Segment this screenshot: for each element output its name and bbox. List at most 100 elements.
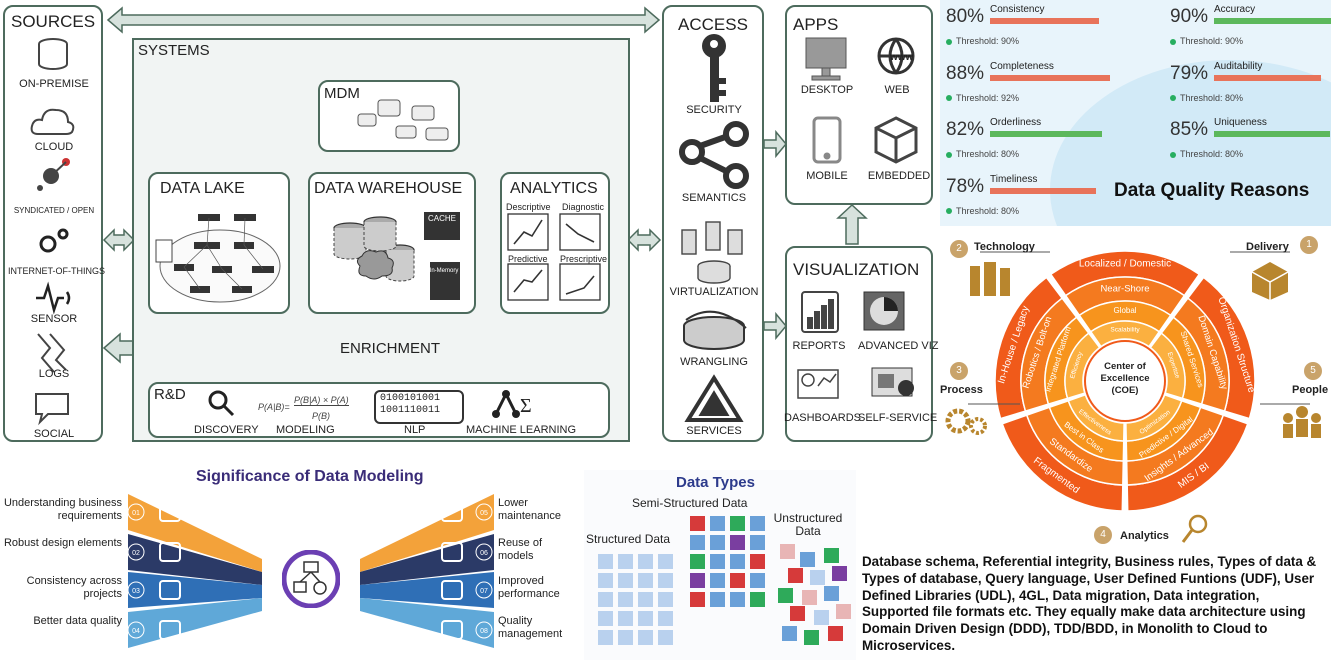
dashboards-icon <box>797 369 839 399</box>
dq-threshold: Threshold: 92% <box>946 93 1019 103</box>
semi-structured-cell <box>690 573 705 588</box>
dm-title: Significance of Data Modeling <box>196 468 424 485</box>
data-warehouse-box: DATA WAREHOUSE CACHE In-Memory <box>308 172 476 314</box>
access-item-label: SERVICES <box>686 425 742 437</box>
dm-item-icon <box>441 620 463 640</box>
coe-ring-label: Localized / Domestic <box>1079 259 1171 270</box>
unstructured-label: Unstructured Data <box>773 511 843 538</box>
dq-percent: 79% <box>1170 62 1209 84</box>
semantics-icon <box>679 121 749 189</box>
unstructured-cell <box>778 588 793 603</box>
semi-structured-cell <box>750 554 765 569</box>
cache-label: CACHE <box>427 214 456 223</box>
dm-item-icon <box>159 502 181 522</box>
unstructured-cell <box>780 544 795 559</box>
access-item-label: WRANGLING <box>680 356 748 368</box>
data-types-title: Data Types <box>676 474 755 491</box>
dq-metric-name: Timeliness <box>990 173 1038 185</box>
advanced-viz-icon <box>863 291 905 331</box>
dm-item-icon <box>159 620 181 640</box>
viz-label: DASHBOARDS <box>784 412 862 424</box>
semi-structured-cell <box>690 554 705 569</box>
process-gears-icon <box>945 408 987 435</box>
delivery-box-icon <box>1251 262 1289 300</box>
dm-number: 01 <box>132 510 140 517</box>
dq-percent: 82% <box>946 119 985 140</box>
web-globe-icon <box>877 37 915 75</box>
app-label: MOBILE <box>806 170 848 182</box>
coe-segment <box>1149 332 1186 400</box>
dq-threshold: Threshold: 80% <box>1170 93 1243 103</box>
in-memory-label: In-Memory <box>429 268 459 274</box>
coe-center-label: Excellence <box>1100 373 1149 384</box>
unstructured-cell <box>836 604 851 619</box>
dm-number-circle <box>475 621 493 639</box>
dm-item-label: Robust design elements <box>3 537 122 549</box>
analytics-charts-icon <box>507 213 601 301</box>
dq-threshold: Threshold: 80% <box>1170 149 1243 159</box>
coe-segment <box>1067 393 1125 442</box>
corner-label: Analytics <box>1120 530 1169 542</box>
dm-center-diagram-icon <box>282 550 340 608</box>
bayes-formula-left: P(A|B)= <box>258 402 290 412</box>
dm-number: 05 <box>480 510 488 517</box>
dq-metric-name: Orderliness <box>990 117 1042 128</box>
unstructured-cell <box>828 626 843 641</box>
binary-text: 0100101001 <box>380 393 441 404</box>
enrichment-label: ENRICHMENT <box>340 340 440 357</box>
dq-threshold: Threshold: 90% <box>1170 36 1243 46</box>
dm-number-circle <box>475 503 493 521</box>
dq-bar <box>990 74 1110 81</box>
unstructured-cell <box>802 590 817 605</box>
dm-band <box>128 598 262 648</box>
dm-number-circle <box>127 503 145 521</box>
reports-icon <box>801 291 839 333</box>
dm-number: 06 <box>480 550 488 557</box>
dm-item-icon <box>441 580 463 600</box>
coe-ring-label: Global <box>1113 306 1136 315</box>
rnd-item-label: NLP <box>404 424 426 436</box>
dq-bar <box>1214 74 1322 81</box>
semi-structured-cell <box>730 592 745 607</box>
dm-band <box>360 534 494 585</box>
semi-structured-cell <box>710 535 725 550</box>
embedded-cube-icon <box>874 116 918 164</box>
dq-percent: 90% <box>1170 6 1209 27</box>
database-icon <box>38 38 68 70</box>
structured-cell <box>658 554 673 569</box>
dq-threshold: Threshold: 90% <box>946 36 1019 46</box>
semi-structured-cell <box>730 554 745 569</box>
data-types-panel: Data Types Semi-Structured Data Structur… <box>584 470 856 660</box>
dm-item-label: Reuse of models <box>498 537 543 562</box>
access-title: ACCESS <box>678 15 748 34</box>
analytics-type: Diagnostic <box>562 202 605 212</box>
analytics-type: Descriptive <box>506 202 551 212</box>
structured-cell <box>658 611 673 626</box>
binary-text: 1001110011 <box>380 405 441 416</box>
viz-label: SELF-SERVICE <box>858 412 938 424</box>
corner-number: 5 <box>1304 362 1322 380</box>
source-label: CLOUD <box>34 141 74 153</box>
dm-item-label: Improved performance <box>498 575 560 600</box>
semi-structured-cell <box>750 535 765 550</box>
semi-structured-cell <box>730 535 745 550</box>
dm-band <box>360 598 494 648</box>
coe-center <box>1084 340 1166 422</box>
unstructured-cell <box>800 552 815 567</box>
dm-number-circle <box>475 543 493 561</box>
structured-cell <box>638 554 653 569</box>
unstructured-cell <box>814 610 829 625</box>
structured-cell <box>658 573 673 588</box>
rnd-item-label: MODELING <box>276 424 335 436</box>
technology-server-icon <box>970 262 1010 296</box>
analytics-type: Predictive <box>508 254 548 264</box>
dm-item-icon <box>441 542 463 562</box>
